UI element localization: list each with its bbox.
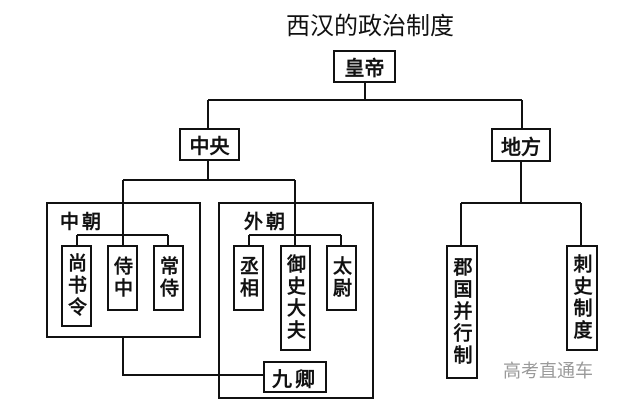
watermark: 高考直通车 [503, 361, 593, 382]
line-inner-to-jiuqing [122, 337, 263, 376]
line-central-branch [122, 160, 296, 245]
line-emperor-branch [207, 83, 523, 128]
outer-court-frame [218, 202, 374, 399]
line-inner-court [76, 234, 169, 245]
node-local: 地方 [491, 128, 551, 162]
node-central: 中央 [179, 128, 240, 161]
outer-court-label: 外朝 [244, 207, 289, 234]
node-shizhong: 侍中 [107, 245, 138, 311]
inner-court-label: 中朝 [60, 207, 105, 234]
diagram-title: 西汉的政治制度 [286, 12, 454, 40]
line-local-branch [460, 162, 582, 245]
inner-court-frame [46, 202, 201, 338]
node-cishi: 刺史制度 [566, 245, 598, 351]
node-emperor: 皇帝 [333, 50, 396, 83]
line-outer-court [248, 234, 342, 245]
node-changshi: 常侍 [153, 245, 184, 311]
node-junguo: 郡国并行制 [446, 245, 478, 379]
node-taiwei: 太尉 [326, 245, 357, 311]
node-chengxiang: 丞相 [233, 245, 264, 311]
node-jiuqing: 九卿 [263, 361, 327, 393]
node-yushidafu: 御史大夫 [280, 245, 311, 351]
node-shangshuling: 尚书令 [61, 245, 92, 327]
